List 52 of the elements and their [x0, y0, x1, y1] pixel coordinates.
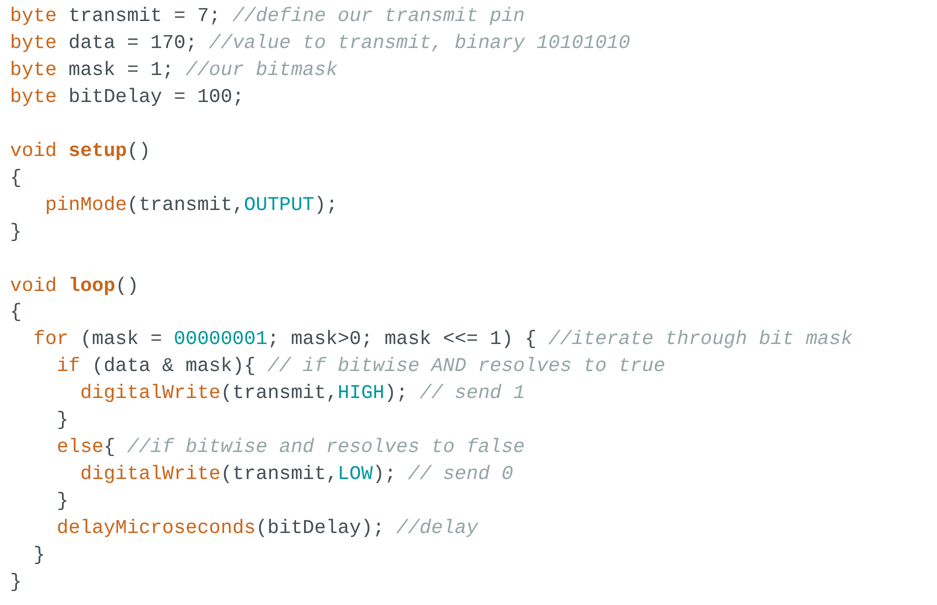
code-constant: OUTPUT: [244, 194, 314, 216]
code-keyword: for: [33, 328, 68, 350]
code-comment: // send 0: [408, 463, 514, 486]
code-comment: //if bitwise and resolves to false: [127, 436, 525, 458]
code-keyword: else: [56, 436, 104, 458]
code-keyword: delayMicroseconds: [56, 517, 256, 540]
code-comment: //iterate through bit mask: [548, 328, 853, 350]
code-constant: HIGH: [338, 382, 384, 404]
code-comment: //value to transmit, binary 10101010: [208, 32, 630, 54]
code-text: {: [104, 436, 116, 458]
code-text: mask = 1;: [68, 58, 174, 81]
code-text: (): [127, 140, 150, 162]
code-text: );: [314, 194, 338, 216]
code-text: }: [10, 220, 22, 243]
code-text: (): [115, 274, 139, 296]
code-keyword: if: [56, 355, 80, 378]
code-comment: // if bitwise AND resolves to true: [267, 355, 666, 378]
code-text: }: [33, 544, 46, 566]
code-text: ; mask>0; mask <<= 1) {: [267, 328, 537, 350]
code-text: transmit = 7;: [68, 5, 221, 27]
code-text: (data & mask){: [92, 355, 256, 378]
code-text: (bitDelay);: [256, 517, 384, 540]
code-text: (transmit,: [127, 194, 244, 216]
code-keyword: void: [10, 274, 57, 296]
code-keyword: byte: [10, 86, 57, 108]
code-constant: 00000001: [174, 328, 268, 350]
code-keyword: byte: [10, 5, 57, 27]
function-name: setup: [68, 140, 128, 162]
code-comment: //delay: [396, 517, 478, 540]
code-text: (transmit,: [220, 463, 338, 486]
code-keyword: pinMode: [45, 194, 128, 216]
code-keyword: void: [10, 140, 57, 162]
code-text: bitDelay = 100;: [68, 86, 244, 108]
code-text: (transmit,: [220, 382, 338, 404]
code-comment: //define our transmit pin: [232, 5, 525, 27]
code-keyword: byte: [10, 32, 57, 54]
code-text: }: [56, 409, 68, 432]
code-text: {: [10, 301, 22, 324]
code-constant: LOW: [338, 463, 373, 486]
function-name: loop: [68, 274, 116, 296]
code-text: );: [384, 382, 408, 404]
code-keyword: digitalWrite: [80, 463, 221, 486]
code-keyword: byte: [10, 58, 57, 81]
code-text: }: [56, 490, 68, 512]
code-comment: // send 1: [420, 382, 525, 404]
code-text: }: [10, 570, 22, 593]
code-keyword: digitalWrite: [80, 382, 221, 404]
code-text: (mask =: [80, 328, 162, 350]
code-text: );: [372, 463, 396, 486]
code-text: {: [10, 166, 22, 189]
code-comment: //our bitmask: [186, 58, 338, 81]
code-text: data = 170;: [68, 32, 198, 54]
